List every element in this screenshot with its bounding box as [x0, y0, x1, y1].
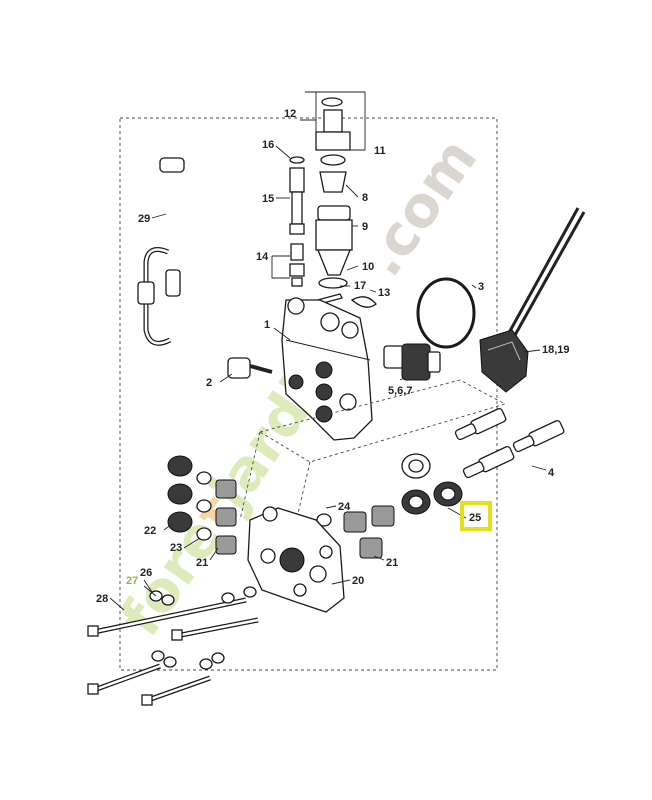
assembly-border	[119, 117, 498, 671]
part-8-valve	[319, 171, 347, 193]
highlight-box-25	[460, 501, 492, 531]
label-part-22: 22	[144, 525, 156, 537]
label-part-8: 8	[362, 192, 368, 204]
label-part-12: 12	[284, 108, 296, 120]
label-part-9: 9	[362, 221, 368, 233]
part-11-fitting	[315, 97, 351, 166]
part-14-spring	[289, 243, 305, 287]
label-part-26: 26	[140, 567, 152, 579]
part-4-fittings	[454, 407, 565, 479]
part-18-19-sensor	[479, 207, 586, 393]
part-22-seals	[167, 455, 193, 533]
part-3-o-ring	[416, 277, 476, 349]
part-1-manifold	[281, 297, 373, 441]
label-part-29: 29	[138, 213, 150, 225]
part-29-hose	[137, 157, 210, 346]
label-part-15: 15	[262, 193, 274, 205]
part-24-washer	[316, 513, 332, 527]
part-21-valves-left	[215, 479, 237, 555]
label-part-11: 11	[374, 145, 386, 157]
label-part-28: 28	[96, 593, 108, 605]
part-2-plug	[227, 357, 273, 379]
label-part-3: 3	[478, 281, 484, 293]
label-part-17: 17	[354, 280, 366, 292]
label-part-2: 2	[206, 377, 212, 389]
part-16-o-ring	[289, 156, 305, 164]
label-part-13: 13	[378, 287, 390, 299]
label-part-14: 14	[256, 251, 269, 263]
label-part-16: 16	[262, 139, 274, 151]
label-part-23: 23	[170, 542, 182, 554]
part-10-o-ring	[318, 277, 348, 289]
part-21-valves-right	[343, 505, 395, 559]
part-23-o-rings	[196, 471, 212, 541]
part-13-clip	[350, 296, 377, 308]
label-part-18-19: 18,19	[542, 344, 570, 356]
part-20-pump-head	[247, 506, 345, 613]
label-part-21-right: 21	[386, 557, 398, 569]
label-part-27: 27	[126, 575, 138, 587]
part-9-valve-body	[315, 205, 353, 276]
part-28-bolts	[87, 597, 259, 706]
part-5-6-7-unloader	[383, 343, 441, 381]
section-line	[258, 379, 507, 463]
label-part-5-6-7: 5,6,7	[388, 385, 412, 397]
label-part-24: 24	[338, 501, 351, 513]
part-26-27-washers	[149, 586, 257, 670]
label-part-25: 25	[469, 512, 481, 524]
leader-lines	[109, 145, 547, 611]
label-part-1: 1	[264, 319, 270, 331]
part-25-seals	[401, 453, 463, 515]
label-part-4: 4	[548, 467, 555, 479]
label-part-21-left: 21	[196, 557, 208, 569]
label-part-20: 20	[352, 575, 364, 587]
label-part-10: 10	[362, 261, 374, 273]
part-15-piston	[289, 167, 305, 235]
